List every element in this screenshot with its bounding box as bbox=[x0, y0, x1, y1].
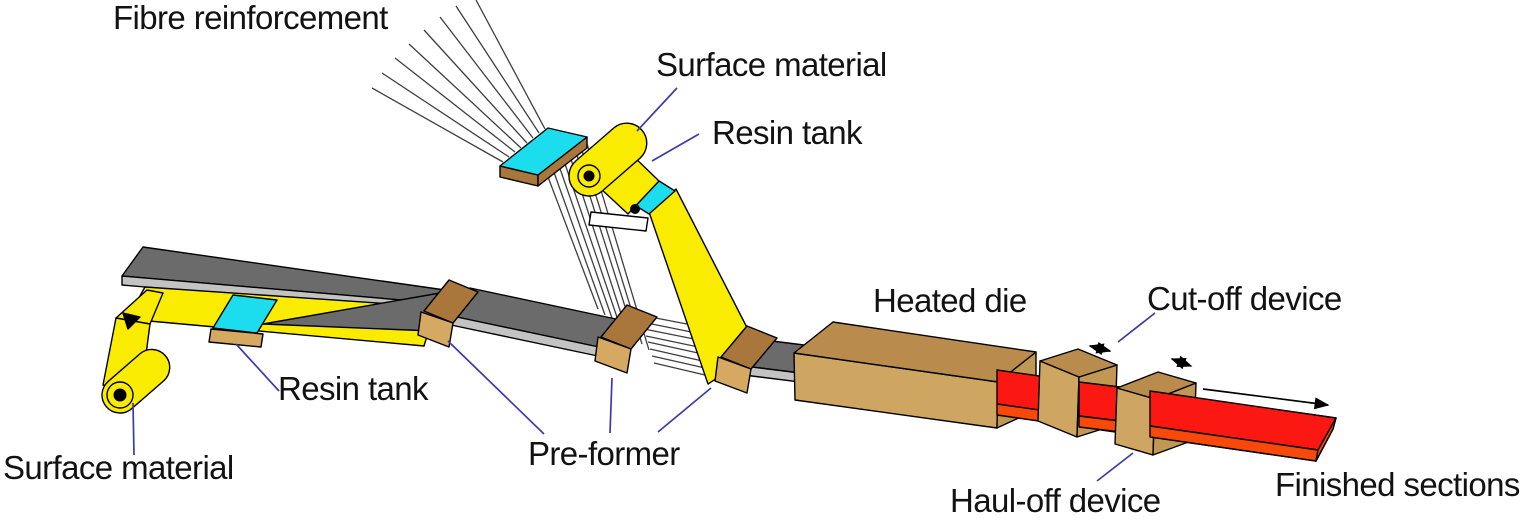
pull-direction-arrow bbox=[1202, 388, 1330, 410]
pre-former-3 bbox=[714, 325, 778, 394]
surface-material-roll-left bbox=[101, 348, 171, 414]
label-heated-die: Heated die bbox=[873, 282, 1027, 319]
leader-resin-tank-left bbox=[235, 343, 280, 392]
leader-pre-former-1 bbox=[447, 340, 545, 435]
resin-tank-top bbox=[588, 151, 676, 232]
leader-surface-material-left bbox=[132, 402, 135, 456]
leader-cut-off-device bbox=[1117, 312, 1156, 343]
cut-off-motion-arrow bbox=[1088, 341, 1112, 356]
label-haul-off-device: Haul-off device bbox=[950, 482, 1161, 519]
finished-section-strip-mid bbox=[1078, 381, 1121, 433]
label-resin-tank-left: Resin tank bbox=[278, 370, 429, 407]
label-surface-material-top: Surface material bbox=[656, 46, 887, 83]
label-surface-material-left: Surface material bbox=[3, 449, 234, 486]
pre-former-1 bbox=[417, 279, 479, 348]
label-finished-sections: Finished sections bbox=[1275, 466, 1520, 503]
tank-base bbox=[588, 211, 649, 232]
resin-tank-left bbox=[208, 294, 278, 348]
label-fibre-reinforcement: Fibre reinforcement bbox=[113, 0, 388, 36]
pre-former-2 bbox=[594, 304, 658, 374]
leader-haul-off-device bbox=[1096, 452, 1134, 482]
fibre-reinforcement-lines bbox=[371, 0, 546, 163]
roll-axle-dot bbox=[113, 388, 127, 402]
label-cut-off-device: Cut-off device bbox=[1147, 280, 1342, 317]
label-pre-former: Pre-former bbox=[528, 435, 680, 472]
leader-resin-tank-top bbox=[651, 133, 700, 162]
leader-pre-former-3 bbox=[657, 387, 712, 433]
roll-axle-dot bbox=[583, 170, 595, 182]
haul-off-motion-arrow bbox=[1170, 355, 1193, 370]
leader-lines bbox=[132, 87, 1156, 482]
label-resin-tank-top: Resin tank bbox=[712, 114, 863, 151]
tank-dot bbox=[630, 204, 640, 214]
leader-pre-former-2 bbox=[609, 377, 613, 434]
fibre-guide-plate bbox=[499, 127, 588, 187]
finished-section-strip-end bbox=[1149, 390, 1337, 462]
surface-material-roll-top bbox=[568, 122, 648, 197]
leader-surface-material-top bbox=[636, 87, 678, 132]
